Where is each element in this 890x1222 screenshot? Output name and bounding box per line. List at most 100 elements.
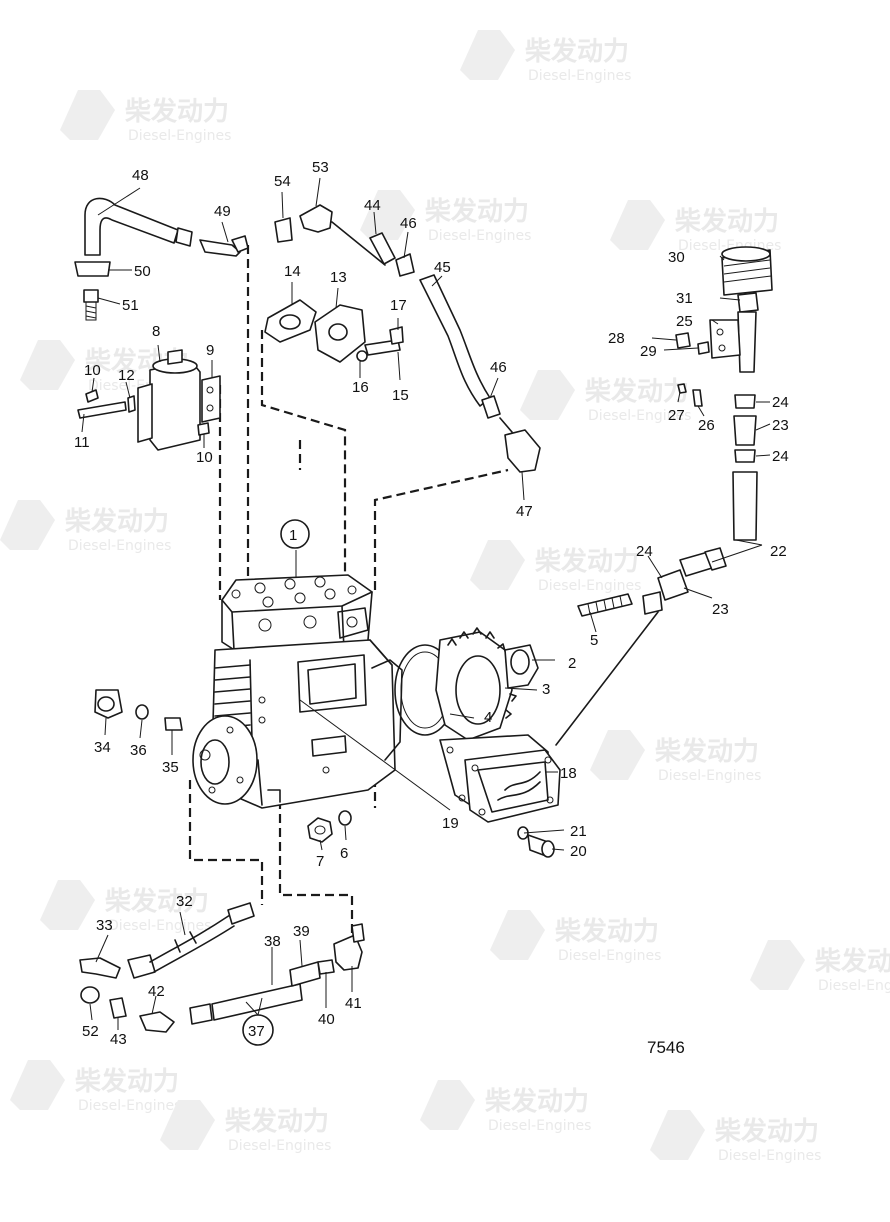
watermark-subtext: Diesel-Engines <box>528 68 631 84</box>
bracket-34-assembly <box>94 689 183 731</box>
callout-29: 29 <box>640 343 657 360</box>
figure-number: 7546 <box>647 1038 685 1057</box>
callout-22: 22 <box>770 543 787 560</box>
callout-28: 28 <box>608 330 625 347</box>
callout-18: 18 <box>560 765 577 782</box>
callout-14: 14 <box>284 263 301 280</box>
air-filter-30-assembly <box>555 246 773 746</box>
hose-48-assembly <box>74 197 249 321</box>
callout-11: 11 <box>74 434 90 451</box>
callout-44: 44 <box>364 197 381 214</box>
watermark-logo-icon <box>460 30 515 80</box>
callout-10a: 10 <box>84 362 101 379</box>
watermark-subtext: Diesel-Engines <box>818 978 890 994</box>
callout-4: 4 <box>484 709 492 726</box>
callout-13: 13 <box>330 269 347 286</box>
watermark-subtext: Diesel-Engines <box>78 1098 181 1114</box>
callout-8: 8 <box>152 323 160 340</box>
callout-39: 39 <box>293 923 310 940</box>
watermark-subtext: Diesel-Engines <box>558 948 661 964</box>
watermark-subtext: Diesel-Engines <box>538 578 641 594</box>
filter-8-assembly <box>77 349 221 451</box>
watermark-logo-icon <box>490 910 545 960</box>
watermark-subtext: Diesel-Engines <box>588 408 691 424</box>
watermark-logo-icon <box>520 370 575 420</box>
watermark-text: 柴发动力 <box>124 96 229 127</box>
drive-gear <box>394 627 539 741</box>
callout-10b: 10 <box>196 449 213 466</box>
callout-24b: 24 <box>772 448 789 465</box>
watermark-logo-icon <box>610 200 665 250</box>
callout-38: 38 <box>264 933 281 950</box>
watermark-logo-icon <box>750 940 805 990</box>
callout-1: 1 <box>289 527 297 544</box>
watermark-logo-icon <box>590 730 645 780</box>
callout-45: 45 <box>434 259 451 276</box>
watermark-subtext: Diesel-Engines <box>718 1148 821 1164</box>
callout-6: 6 <box>340 845 348 862</box>
callout-27: 27 <box>668 407 685 424</box>
watermark-text: 柴发动力 <box>484 1086 589 1117</box>
callout-46b: 46 <box>490 359 507 376</box>
callout-53: 53 <box>312 159 329 176</box>
callout-33: 33 <box>96 917 113 934</box>
callout-25: 25 <box>676 313 693 330</box>
callout-16: 16 <box>352 379 369 396</box>
watermark-subtext: Diesel-Engines <box>108 918 211 934</box>
callout-23b: 23 <box>712 601 729 618</box>
watermark-text: 柴发动力 <box>64 506 169 537</box>
callout-35: 35 <box>162 759 179 776</box>
watermark-logo-icon <box>360 190 415 240</box>
watermark-text: 柴发动力 <box>424 196 529 227</box>
callout-12: 12 <box>118 367 135 384</box>
callout-23a: 23 <box>772 417 789 434</box>
callout-15: 15 <box>392 387 409 404</box>
callout-9: 9 <box>206 342 214 359</box>
compressor-body <box>192 574 403 809</box>
callout-labels: 1 37 2 3 4 5 6 7 8 9 10 10 11 12 13 14 1… <box>74 159 789 1048</box>
watermark-text: 柴发动力 <box>534 546 639 577</box>
callout-51: 51 <box>122 297 139 314</box>
watermark-logo-icon <box>10 1060 65 1110</box>
pipe-32-assembly <box>79 902 255 1033</box>
watermark-text: 柴发动力 <box>554 916 659 947</box>
watermark-text: 柴发动力 <box>224 1106 329 1137</box>
watermark-logo-icon <box>420 1080 475 1130</box>
callout-49: 49 <box>214 203 231 220</box>
callout-37: 37 <box>248 1023 265 1040</box>
callout-47: 47 <box>516 503 533 520</box>
watermark-subtext: Diesel-Engines <box>128 128 231 144</box>
watermark-logo-icon <box>40 880 95 930</box>
watermark-text: 柴发动力 <box>654 736 759 767</box>
watermark-logo-icon <box>0 500 55 550</box>
callout-24c: 24 <box>636 543 653 560</box>
callout-17: 17 <box>390 297 407 314</box>
callout-21: 21 <box>570 823 587 840</box>
watermark-subtext: Diesel-Engines <box>488 1118 591 1134</box>
leader-lines <box>81 177 771 1030</box>
watermark-text: 柴发动力 <box>814 946 890 977</box>
callout-54: 54 <box>274 173 291 190</box>
callout-40: 40 <box>318 1011 335 1028</box>
watermark-subtext: Diesel-Engines <box>68 538 171 554</box>
callout-52: 52 <box>82 1023 99 1040</box>
watermark-subtext: Diesel-Engines <box>428 228 531 244</box>
watermark-text: 柴发动力 <box>674 206 779 237</box>
watermark-logo-icon <box>470 540 525 590</box>
callout-34: 34 <box>94 739 111 756</box>
hose-45-assembly <box>274 204 541 473</box>
callout-41: 41 <box>345 995 362 1012</box>
callout-7: 7 <box>316 853 324 870</box>
watermark-logo-icon <box>60 90 115 140</box>
callout-31: 31 <box>676 290 693 307</box>
cover-plate <box>439 734 561 823</box>
watermark-subtext: Diesel-Engines <box>228 1138 331 1154</box>
pipe-37-assembly <box>189 923 365 1025</box>
callout-32: 32 <box>176 893 193 910</box>
callout-43: 43 <box>110 1031 127 1048</box>
callout-19: 19 <box>442 815 459 832</box>
watermark-subtext: Diesel-Engines <box>658 768 761 784</box>
callout-42: 42 <box>148 983 165 1000</box>
watermark-text: 柴发动力 <box>524 36 629 67</box>
